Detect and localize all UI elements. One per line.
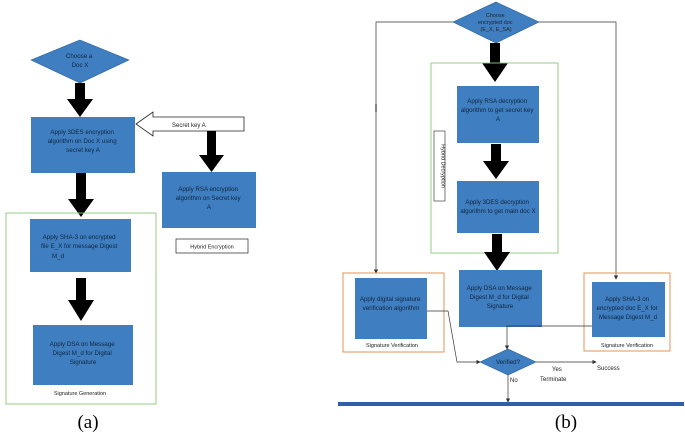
thick-arrow-b1	[482, 43, 508, 82]
box-sha-line1: Apply SHA-3 on encrypted	[43, 234, 116, 241]
box-rsa-dec-line3: A	[496, 116, 501, 123]
box-rsa-dec-line1: Apply RSA decryption	[467, 98, 527, 105]
connector-verify-to-decision	[427, 310, 481, 365]
hybrid-decryption-label: Hybrid Decryption	[440, 144, 446, 188]
box-sha-line3: M_d	[52, 253, 65, 260]
box-sha3-b	[592, 282, 665, 337]
connector-left-branch	[373, 21, 453, 274]
box-dsa	[33, 325, 133, 385]
box-dsa-b-line1: Apply DSA on Message	[467, 285, 533, 292]
signature-generation-label: Signature Generation	[54, 391, 106, 397]
terminate-label: Terminate	[540, 377, 567, 383]
start-diamond-a-line2: Doc X	[72, 62, 89, 69]
box-rsa-dec-line2: algorithm to get secret key	[461, 107, 534, 114]
connector-sha-to-decision	[504, 325, 592, 350]
svg-text:Apply 3DES decryption al: Apply 3DES decryption algorithm to get m…	[460, 199, 535, 215]
svg-text:Choose encrypted doc: Choose encrypted doc (E_X, E_SA)	[478, 13, 514, 33]
box-sha3	[30, 219, 131, 272]
success-label: Success	[597, 366, 620, 372]
box-dsa-line1: Apply DSA on Message	[50, 341, 116, 348]
box-rsa-line1: Apply RSA encryption	[178, 186, 238, 193]
box-dsa-b	[459, 270, 542, 327]
right-verification-label: Signature Verification	[601, 343, 653, 349]
box-sha-b-line2: encrypted doc E_X for	[597, 305, 658, 312]
svg-text:Apply RSA decryption alg: Apply RSA decryption algorithm to get se…	[461, 98, 535, 123]
svg-text:Apply RSA encryption alg: Apply RSA encryption algorithm on Secret…	[176, 186, 243, 211]
thick-arrow-a3	[68, 278, 94, 321]
svg-text:Apply digital signature: Apply digital signature verification alg…	[360, 296, 422, 312]
yes-label: Yes	[552, 367, 562, 373]
panel-a: Choose a Doc X Apply 3DES encryption alg…	[5, 39, 256, 433]
thick-arrow-a-rsa	[199, 131, 224, 172]
svg-text:Apply SHA-3 on encrypted: Apply SHA-3 on encrypted doc E_X for Mes…	[597, 296, 660, 321]
hybrid-encryption-label: Hybrid Encryption	[190, 245, 233, 251]
box-dsa-line2: Digest M_d for Digital	[53, 350, 112, 357]
box-rsa-decryption	[457, 86, 539, 143]
panel-b: Choose encrypted doc (E_X, E_SA) Hybrid …	[338, 1, 684, 433]
left-verification-label: Signature Verification	[366, 343, 418, 349]
bottom-rule	[338, 402, 684, 406]
secret-key-label: Secret key A	[172, 123, 206, 129]
hollow-arrow-secret-key	[135, 111, 245, 137]
start-b-line2: encrypted doc	[478, 20, 513, 26]
svg-text:Apply DSA on Message Dig: Apply DSA on Message Digest M_d for Digi…	[50, 341, 117, 366]
box-3des-dec-line1: Apply 3DES decryption	[465, 199, 529, 206]
box-3des-line1: Apply 3DES encryption	[50, 129, 114, 136]
start-diamond-a-line1: Choose a	[66, 53, 93, 60]
box-dsa-line3: Signature	[70, 359, 97, 366]
left-verification-frame	[342, 272, 445, 353]
no-label: No	[510, 378, 518, 384]
connector-right-branch	[539, 21, 619, 280]
box-rsa-encryption	[162, 172, 256, 228]
box-3des-line2: algorithm on Doc X using	[48, 138, 118, 145]
svg-text:Apply SHA-3 on encrypted: Apply SHA-3 on encrypted file E_X for me…	[41, 234, 119, 260]
start-b-line3: (E_X, E_SA)	[480, 27, 511, 33]
svg-text:Apply 3DES encryption al: Apply 3DES encryption algorithm on Doc X…	[48, 129, 119, 154]
box-verify-line1: Apply digital signature	[360, 296, 421, 303]
start-b-line1: Choose	[486, 13, 505, 19]
signature-generation-frame	[5, 212, 157, 405]
box-sha-line2: file E_X for message Digest	[41, 243, 118, 250]
box-dsa-b-line3: Signature	[487, 303, 514, 310]
box-verify-line2: verification algorithm	[363, 305, 420, 312]
box-dsa-b-line2: Digest M_d for Digital	[470, 294, 529, 301]
box-3des-encryption	[31, 117, 135, 173]
svg-text:Choose a Doc X: Choose a Doc X	[66, 53, 94, 69]
box-sha-b-line1: Apply SHA-3 on	[605, 296, 650, 303]
box-3des-line3: secret key A	[66, 147, 101, 154]
thick-arrow-a1	[67, 83, 93, 117]
thick-arrow-b2	[483, 144, 509, 179]
thick-arrow-a2	[68, 173, 94, 217]
box-verification-algorithm	[355, 278, 427, 339]
box-rsa-line3: A	[207, 204, 212, 211]
hybrid-decryption-label-frame	[433, 130, 446, 202]
thick-arrow-b3	[484, 234, 510, 271]
box-rsa-line2: algorithm on Secret key	[176, 195, 242, 202]
svg-text:Apply DSA on Message Dig: Apply DSA on Message Digest M_d for Digi…	[467, 285, 534, 310]
box-3des-decryption	[457, 181, 539, 233]
box-sha-b-line3: Message Digest M_d	[599, 314, 658, 321]
decision-label: Verified?	[496, 359, 521, 366]
caption-a: (a)	[77, 412, 98, 433]
hybrid-encryption-frame	[175, 238, 249, 254]
right-verification-frame	[583, 272, 671, 352]
box-3des-dec-line2: algorithm to get main doc X	[460, 208, 535, 215]
caption-b: (b)	[555, 412, 577, 433]
